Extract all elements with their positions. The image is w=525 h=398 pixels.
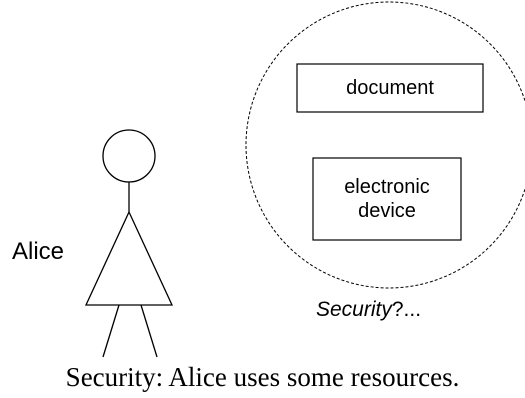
alice-left-leg bbox=[102, 304, 120, 358]
security-question-label: Security?... bbox=[316, 298, 421, 322]
security-question-emphasis: Security bbox=[316, 298, 392, 321]
diagram-caption: Security: Alice uses some resources. bbox=[65, 362, 460, 392]
electronic-device-label-line-1: electronic bbox=[344, 176, 430, 198]
alice-right-leg bbox=[140, 304, 158, 358]
alice-head bbox=[102, 129, 156, 183]
actor-name-label: Alice bbox=[12, 238, 65, 265]
resources-boundary-circle bbox=[245, 1, 525, 289]
document-label: document bbox=[297, 76, 483, 100]
document-label-line: document bbox=[346, 77, 434, 99]
document-box bbox=[296, 63, 484, 113]
alice-stick-figure bbox=[84, 129, 174, 358]
electronic-device-box bbox=[312, 157, 462, 241]
alice-body-triangle bbox=[84, 210, 174, 306]
security-question-suffix: ?... bbox=[391, 298, 422, 321]
electronic-device-label: electronic device bbox=[313, 175, 461, 223]
electronic-device-label-line-2: device bbox=[358, 200, 416, 222]
